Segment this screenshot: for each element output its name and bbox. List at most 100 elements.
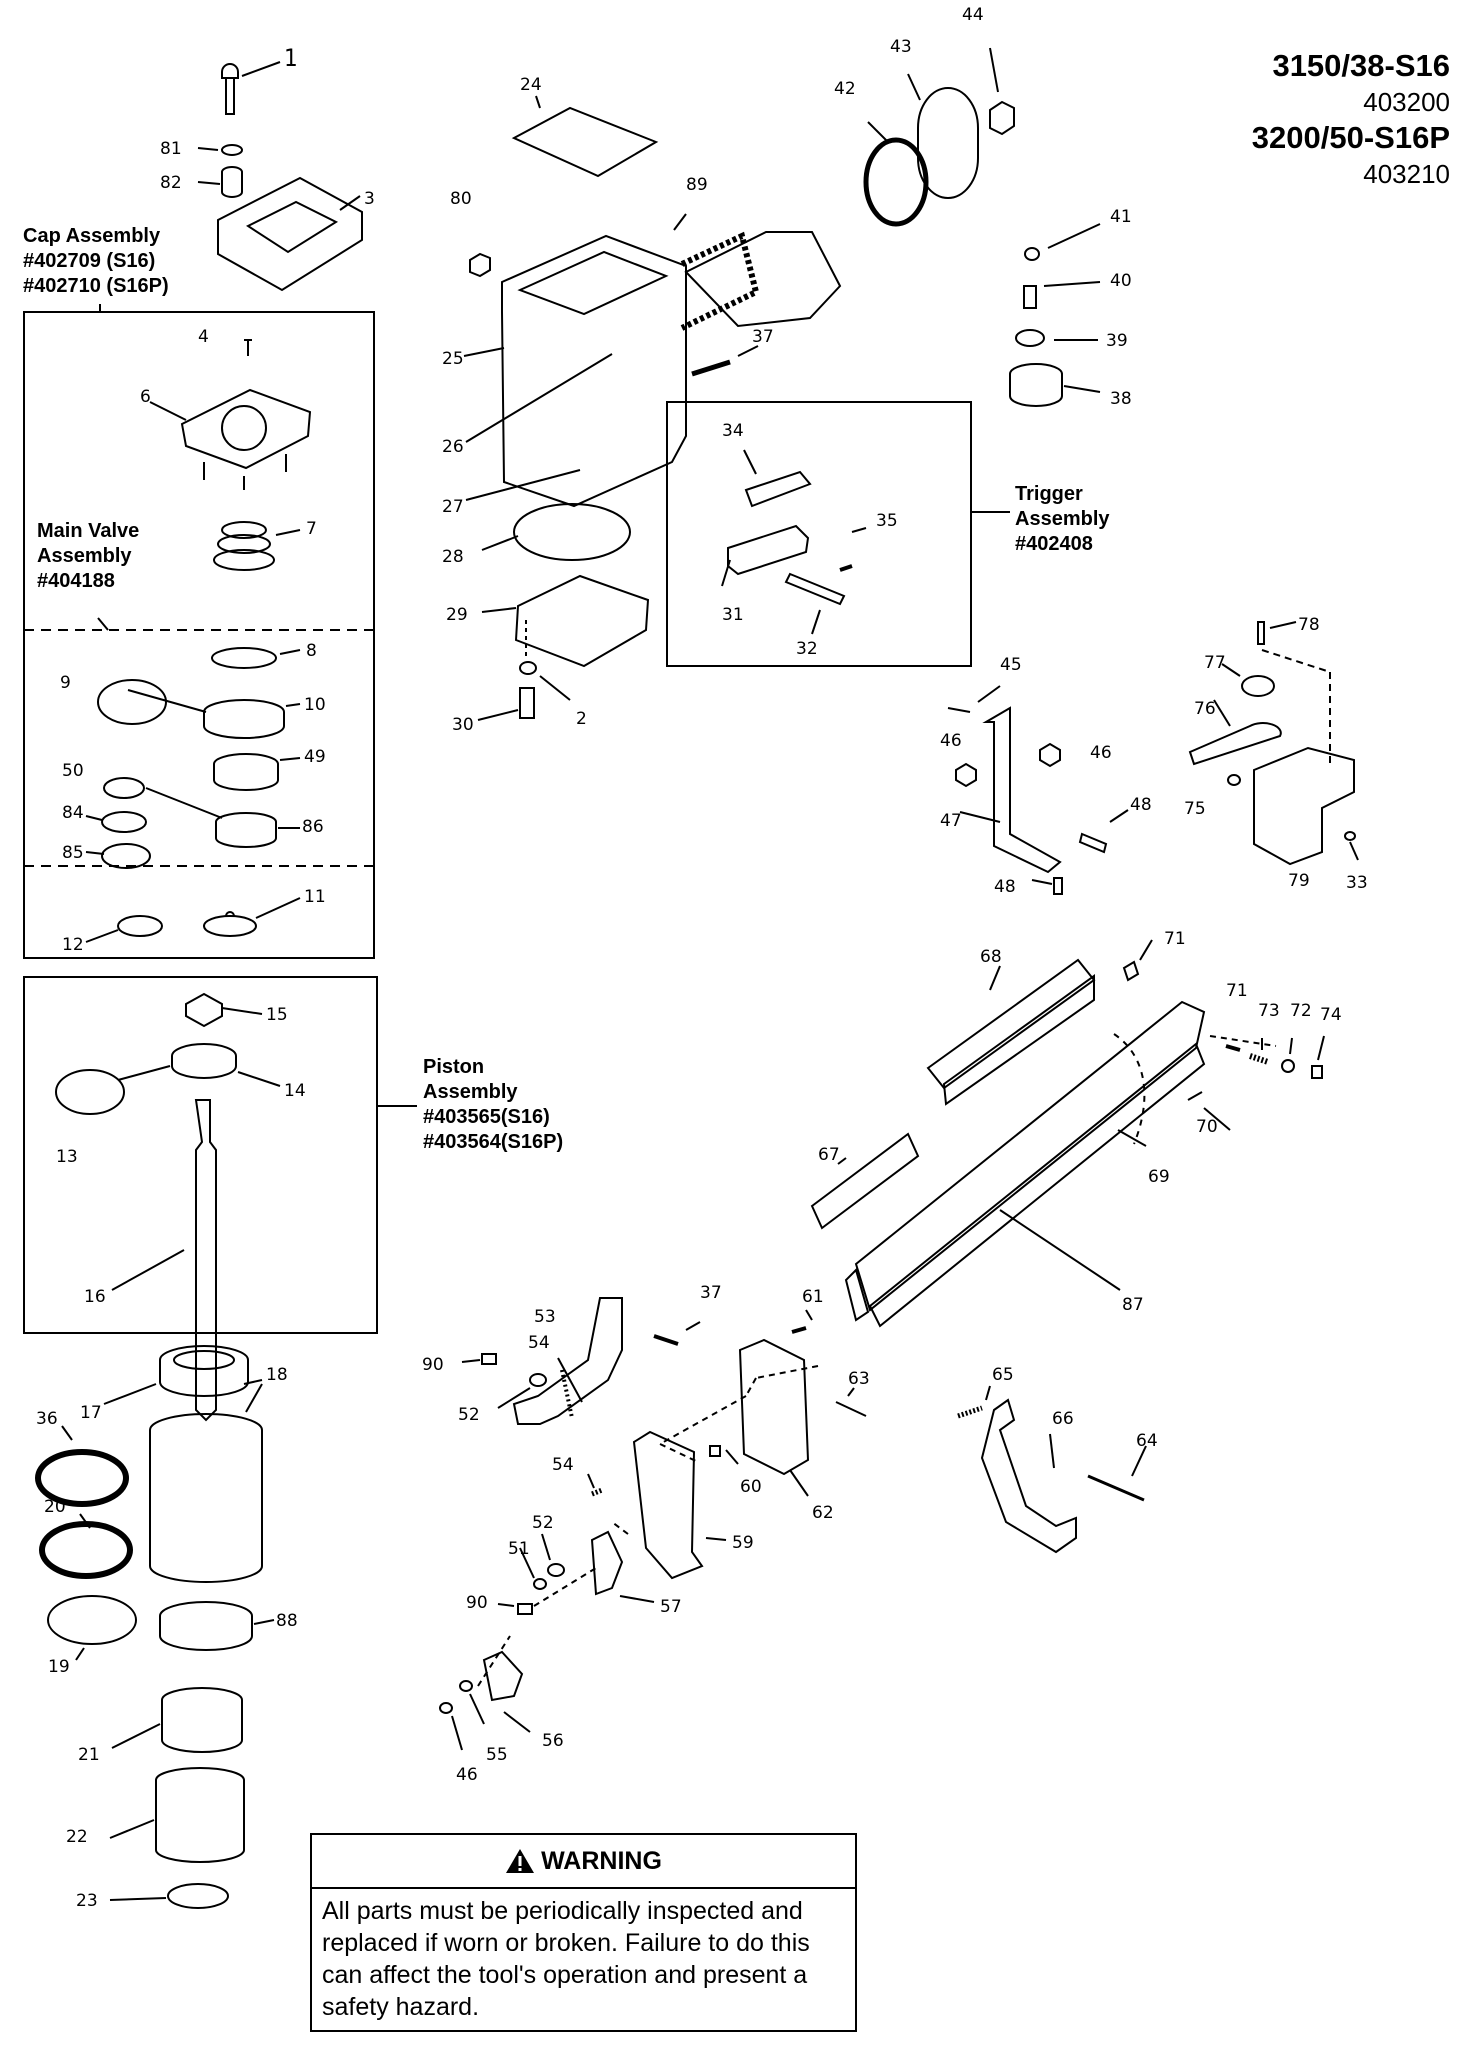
callout-44: 44 [962, 5, 984, 25]
callout-8: 8 [306, 641, 317, 661]
callout-20: 20 [44, 1497, 66, 1517]
callout-27: 27 [442, 497, 464, 517]
callout-46: 46 [940, 731, 962, 751]
callout-39: 39 [1106, 331, 1128, 351]
callout-81: 81 [160, 139, 182, 159]
callout-51: 51 [508, 1539, 530, 1559]
callout-90b: 90 [466, 1593, 488, 1613]
callout-19: 19 [48, 1657, 70, 1677]
callout-48b: 48 [994, 877, 1016, 897]
warning-text: All parts must be periodically inspected… [322, 1897, 810, 2021]
callout-71b: 71 [1226, 981, 1248, 1001]
callout-30: 30 [452, 715, 474, 735]
callout-68: 68 [980, 947, 1002, 967]
callout-38: 38 [1110, 389, 1132, 409]
model-part-number-2: 403210 [1363, 159, 1450, 189]
callout-13: 13 [56, 1147, 78, 1167]
callout-6: 6 [140, 387, 151, 407]
callout-10: 10 [304, 695, 326, 715]
callout-71: 71 [1164, 929, 1186, 949]
callout-62: 62 [812, 1503, 834, 1523]
callout-66: 66 [1052, 1409, 1074, 1429]
callout-9: 9 [60, 673, 71, 693]
callout-90: 90 [422, 1355, 444, 1375]
callout-43: 43 [890, 37, 912, 57]
callout-78: 78 [1298, 615, 1320, 635]
warning-title: WARNING [541, 1846, 662, 1875]
callout-14: 14 [284, 1081, 306, 1101]
callout-87: 87 [1122, 1295, 1144, 1315]
callout-12: 12 [62, 935, 84, 955]
callout-70: 70 [1196, 1117, 1218, 1137]
warning-icon [506, 1849, 535, 1873]
callout-50: 50 [62, 761, 84, 781]
callout-56: 56 [542, 1731, 564, 1751]
callout-75: 75 [1184, 799, 1206, 819]
callout-65: 65 [992, 1365, 1014, 1385]
callout-86: 86 [302, 817, 324, 837]
callout-73: 73 [1258, 1001, 1280, 1021]
callout-52: 52 [458, 1405, 480, 1425]
callout-33: 33 [1346, 873, 1368, 893]
cap-assembly-label: Cap Assembly #402709 (S16) #402710 (S16P… [23, 225, 169, 297]
callout-4: 4 [198, 327, 209, 347]
callout-37: 37 [752, 327, 774, 347]
model-title-2: 3200/50-S16P [1251, 120, 1450, 155]
callout-61: 61 [802, 1287, 824, 1307]
cap-valve-assembly-box [23, 311, 375, 959]
callout-72: 72 [1290, 1001, 1312, 1021]
callout-35: 35 [876, 511, 898, 531]
callout-46c: 46 [456, 1765, 478, 1785]
piston-assembly-box [23, 976, 378, 1334]
callout-26: 26 [442, 437, 464, 457]
callout-24: 24 [520, 75, 542, 95]
callout-74: 74 [1320, 1005, 1342, 1025]
callout-41: 41 [1110, 207, 1132, 227]
callout-3: 3 [364, 189, 375, 209]
callout-84: 84 [62, 803, 84, 823]
callout-15: 15 [266, 1005, 288, 1025]
callout-67: 67 [818, 1145, 840, 1165]
callout-85: 85 [62, 843, 84, 863]
callout-28: 28 [442, 547, 464, 567]
callout-52b: 52 [532, 1513, 554, 1533]
callout-32: 32 [796, 639, 818, 659]
callout-21: 21 [78, 1745, 100, 1765]
callout-25: 25 [442, 349, 464, 369]
callout-46b: 46 [1090, 743, 1112, 763]
callout-45: 45 [1000, 655, 1022, 675]
callout-63: 63 [848, 1369, 870, 1389]
callout-80: 80 [450, 189, 472, 209]
callout-60: 60 [740, 1477, 762, 1497]
callout-22: 22 [66, 1827, 88, 1847]
callout-18: 18 [266, 1365, 288, 1385]
callout-29: 29 [446, 605, 468, 625]
callout-48: 48 [1130, 795, 1152, 815]
callout-55: 55 [486, 1745, 508, 1765]
main-valve-assembly-label: Main Valve Assembly #404188 [37, 520, 140, 592]
warning-box: WARNING All parts must be periodically i… [310, 1833, 857, 2032]
callout-2: 2 [576, 709, 587, 729]
callout-89: 89 [686, 175, 708, 195]
model-part-number-1: 403200 [1363, 87, 1450, 117]
callout-47: 47 [940, 811, 962, 831]
callout-77: 77 [1204, 653, 1226, 673]
callout-64: 64 [1136, 1431, 1158, 1451]
piston-assembly-label: Piston Assembly #403565(S16) #403564(S16… [423, 1056, 564, 1153]
callout-16: 16 [84, 1287, 106, 1307]
callout-42: 42 [834, 79, 856, 99]
callout-11: 11 [304, 887, 326, 907]
callout-49: 49 [304, 747, 326, 767]
warning-header: WARNING [312, 1835, 855, 1889]
callout-17: 17 [80, 1403, 102, 1423]
callout-36: 36 [36, 1409, 58, 1429]
trigger-assembly-box [666, 401, 972, 667]
callout-79: 79 [1288, 871, 1310, 891]
callout-7: 7 [306, 519, 317, 539]
callout-88: 88 [276, 1611, 298, 1631]
callout-54: 54 [528, 1333, 550, 1353]
callout-40: 40 [1110, 271, 1132, 291]
callout-57: 57 [660, 1597, 682, 1617]
callout-82: 82 [160, 173, 182, 193]
